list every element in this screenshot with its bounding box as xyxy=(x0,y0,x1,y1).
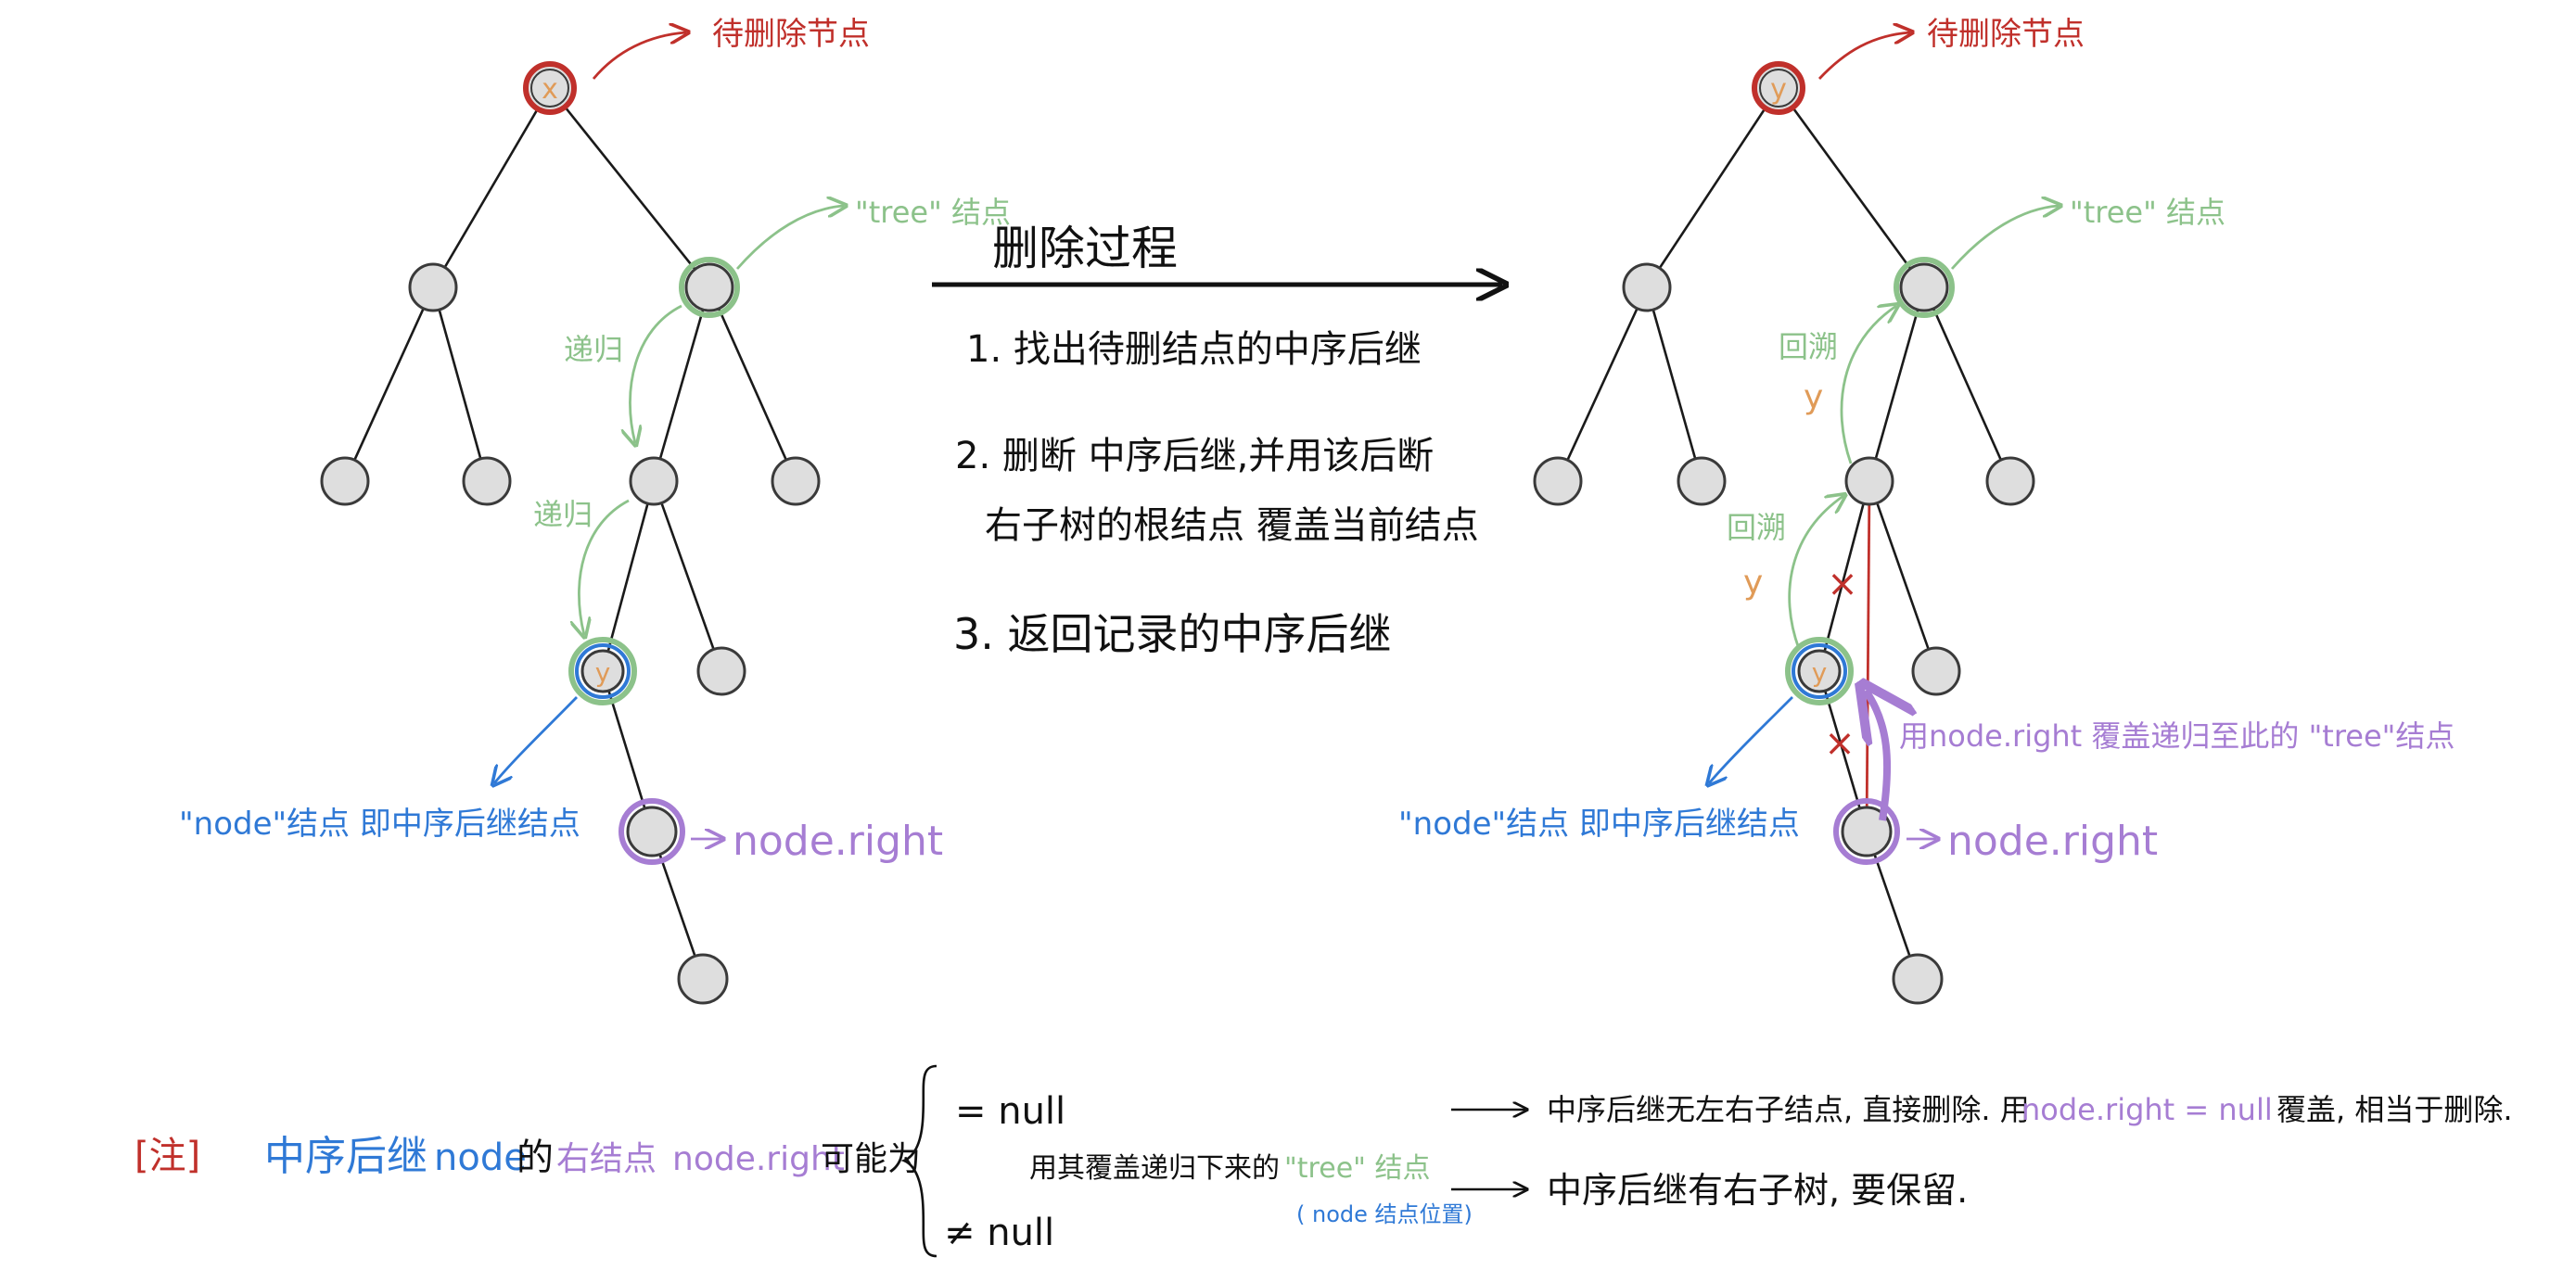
right-backtrack-arrow-2 xyxy=(1788,496,1843,650)
process-step-2-line-1: 2. 删断 中序后继,并用该后断 xyxy=(955,435,1434,477)
left-delete-label: 待删除节点 xyxy=(712,16,870,53)
right-node-rr xyxy=(1985,456,2035,506)
process-panel: 删除过程 1. 找出待删结点的中序后继 2. 删断 中序后继,并用该后断 右子树… xyxy=(932,222,1502,659)
left-node-rr xyxy=(771,456,821,506)
right-succ-ring-blue xyxy=(1792,643,1847,699)
left-right-child-node xyxy=(626,806,678,857)
left-recurse-arrow-2 xyxy=(579,499,630,635)
right-backtrack-value-1: y xyxy=(1804,378,1823,416)
right-succ-letter: y xyxy=(1812,657,1828,688)
left-node-r1 xyxy=(684,262,734,312)
right-right-child-node xyxy=(1841,806,1893,857)
right-right-child-ring xyxy=(1833,798,1900,865)
right-node-succ-arrow xyxy=(1709,696,1793,783)
note-part-2: node xyxy=(434,1137,527,1179)
note-hint-3: ( node 结点位置) xyxy=(1296,1201,1473,1227)
right-delete-label: 待删除节点 xyxy=(1927,16,2085,53)
footnote: [注] 中序后继 node 的 右结点 node.right 可能为 = nul… xyxy=(134,1064,2513,1258)
right-succ-ring-green xyxy=(1785,637,1854,705)
note-null-result-1: 中序后继无左右子结点, 直接删除. 用 xyxy=(1547,1092,2030,1127)
left-root-letter: x xyxy=(542,73,558,106)
right-root-letter: y xyxy=(1770,73,1787,106)
note-part-3: 的 xyxy=(516,1137,554,1179)
note-case-notnull: ≠ null xyxy=(944,1212,1054,1254)
left-tree-label: "tree" 结点 xyxy=(855,195,1011,230)
left-tree-node-highlight xyxy=(679,257,740,318)
right-tree-label: "tree" 结点 xyxy=(2070,195,2225,230)
left-delete-arrow xyxy=(592,32,686,80)
note-case-null: = null xyxy=(955,1090,1065,1133)
note-hint-2: "tree" 结点 xyxy=(1284,1152,1431,1185)
left-node-rlr xyxy=(696,646,746,696)
right-node-rlr xyxy=(1911,646,1961,696)
right-tree-edges xyxy=(1556,87,2012,980)
right-delete-arrow xyxy=(1817,32,1910,80)
left-node-bottom xyxy=(677,953,729,1005)
note-brace xyxy=(900,1064,937,1258)
left-node-right-label: node.right xyxy=(733,818,943,865)
left-node-ll xyxy=(320,456,370,506)
right-tree-nodes: y y xyxy=(1533,61,2035,1005)
cross-mark-1: × xyxy=(1827,563,1858,605)
left-node-succ-label: "node"结点 即中序后继结点 xyxy=(179,806,580,843)
note-part-4: 右结点 xyxy=(556,1140,657,1178)
right-new-link xyxy=(1865,480,1871,832)
left-recurse-label-2: 递归 xyxy=(533,497,593,532)
cross-mark-2: × xyxy=(1824,722,1855,765)
note-hint-1: 用其覆盖递归下来的 xyxy=(1029,1152,1280,1185)
left-tree-arrow xyxy=(735,206,844,270)
right-tree: y y × × 待删除节点 "tree" 结点 回溯 y 回溯 xyxy=(1398,16,2455,1005)
left-recurse-arrow-1 xyxy=(630,304,682,443)
left-succ-ring-blue xyxy=(575,643,631,699)
note-null-result-2: node.right = null xyxy=(2021,1092,2273,1127)
right-node-ll xyxy=(1533,456,1583,506)
left-tree-edges xyxy=(343,87,797,980)
note-part-1: 中序后继 xyxy=(264,1133,427,1180)
right-node-succ-label: "node"结点 即中序后继结点 xyxy=(1398,806,1800,843)
right-backtrack-label-2: 回溯 xyxy=(1727,510,1786,545)
right-tree-node-highlight xyxy=(1894,257,1955,318)
right-node-rl xyxy=(1844,456,1894,506)
right-backtrack-arrow-1 xyxy=(1840,306,1896,464)
right-succ-node xyxy=(1797,649,1842,693)
note-part-6: 可能为 xyxy=(821,1140,921,1178)
process-step-3: 3. 返回记录的中序后继 xyxy=(953,609,1392,659)
left-node-lr xyxy=(462,456,512,506)
left-succ-node xyxy=(580,649,625,693)
note-notnull-result: 中序后继有右子树, 要保留. xyxy=(1547,1170,1968,1211)
right-node-lr xyxy=(1677,456,1727,506)
right-root-node xyxy=(1752,61,1805,115)
right-cover-arrow xyxy=(1866,691,1887,821)
process-step-2-line-2: 右子树的根结点 覆盖当前结点 xyxy=(985,504,1479,547)
right-node-r1 xyxy=(1899,262,1949,312)
right-node-bottom xyxy=(1892,953,1944,1005)
right-node-right-label: node.right xyxy=(1947,818,2158,865)
note-part-5: node.right xyxy=(672,1140,845,1178)
right-backtrack-label-1: 回溯 xyxy=(1779,329,1838,364)
left-node-l1 xyxy=(408,262,458,312)
right-node-l1 xyxy=(1622,262,1672,312)
left-tree: x y 待删除节点 "tree" 结点 递归 递归 "nod xyxy=(179,16,1011,1005)
note-bracket: [注] xyxy=(134,1135,200,1177)
left-root-node xyxy=(523,61,577,115)
left-node-rl xyxy=(629,456,679,506)
left-succ-letter: y xyxy=(595,657,611,688)
process-title: 删除过程 xyxy=(992,222,1178,275)
note-null-result-3: 覆盖, 相当于删除. xyxy=(2276,1092,2513,1127)
left-right-child-ring xyxy=(618,798,685,865)
right-cover-label: 用node.right 覆盖递归至此的 "tree"结点 xyxy=(1899,718,2455,754)
left-recurse-label-1: 递归 xyxy=(564,332,623,367)
right-backtrack-value-2: y xyxy=(1743,564,1763,602)
process-step-1: 1. 找出待删结点的中序后继 xyxy=(966,328,1422,371)
right-tree-arrow xyxy=(1950,206,2059,270)
left-node-succ-arrow xyxy=(494,696,579,783)
left-succ-ring-green xyxy=(568,637,637,705)
left-tree-nodes: x y xyxy=(320,61,821,1005)
